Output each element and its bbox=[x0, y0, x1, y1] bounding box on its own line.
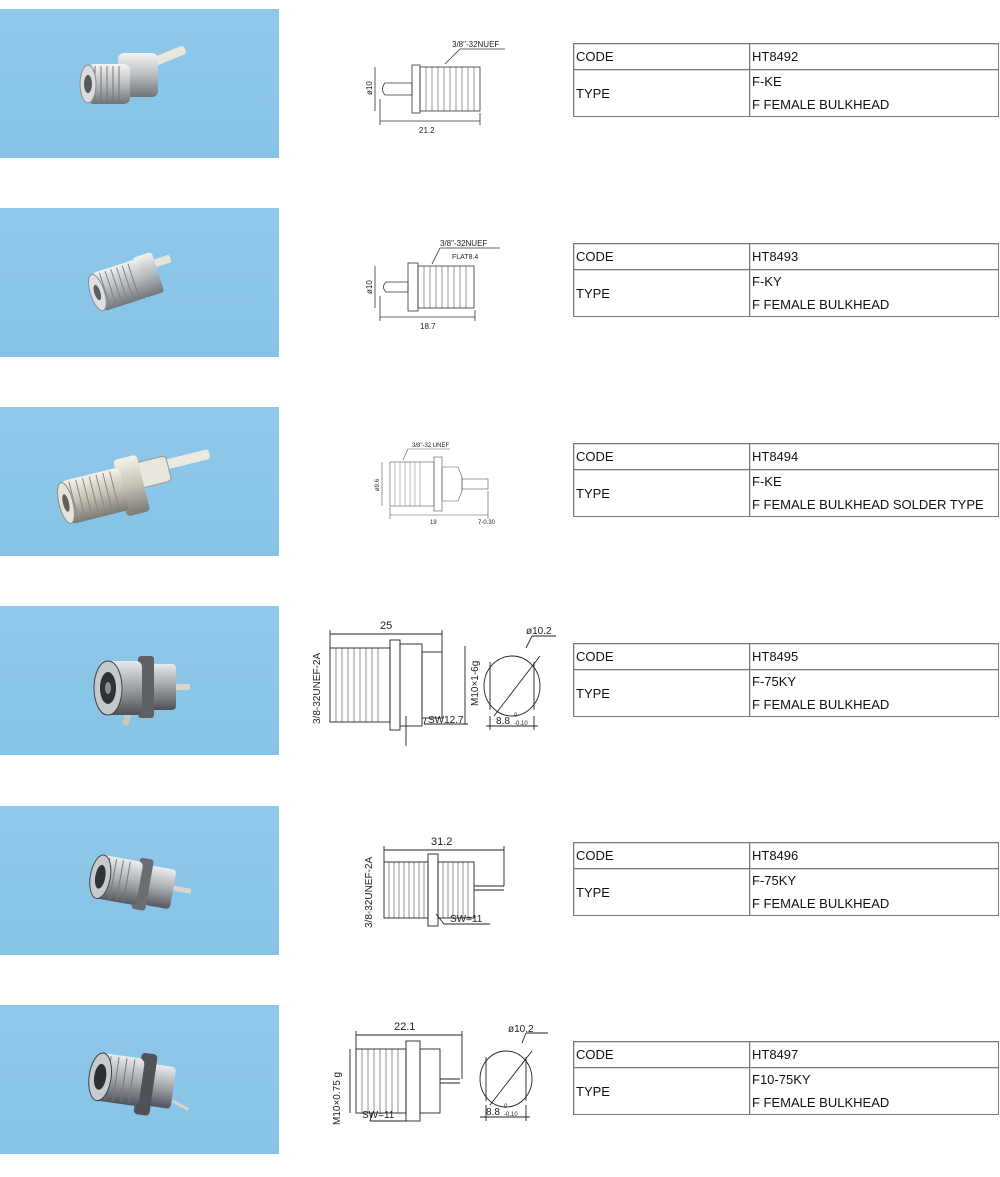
technical-drawing: 22.1 M10×0.75 g SW=11 ø10.2 8.8 0 -0.10 bbox=[300, 1005, 560, 1155]
type-label: TYPE bbox=[573, 669, 750, 717]
type-label: TYPE bbox=[573, 269, 750, 317]
length-label: 22.1 bbox=[394, 1021, 415, 1033]
type-model: F-75KY bbox=[752, 873, 797, 888]
metric-thread-label: M10×0.75 g bbox=[332, 1072, 343, 1125]
technical-drawing: 25 3/8-32UNEF-2A M10×1-6g SW12.7 ø10.2 8… bbox=[300, 606, 560, 756]
code-value: HT8493 bbox=[749, 243, 999, 270]
type-model: F-75KY bbox=[752, 674, 797, 689]
code-value: HT8494 bbox=[749, 443, 999, 470]
code-label: CODE bbox=[573, 443, 750, 470]
type-label: TYPE bbox=[573, 868, 750, 916]
connector-photo-icon bbox=[88, 1052, 190, 1116]
length-label: 18.7 bbox=[420, 322, 436, 331]
type-value: F10-75KY F FEMALE BULKHEAD bbox=[749, 1067, 999, 1115]
wrench-size-label: SW12.7 bbox=[428, 715, 464, 726]
code-label: CODE bbox=[573, 43, 750, 70]
product-row-ht8492: 3/8"-32NUEF ø10 21.2 CODE HT8492 TYPE F-… bbox=[0, 9, 1000, 159]
diameter-label: ø10 bbox=[365, 280, 374, 294]
diameter-label: ø10.2 bbox=[526, 626, 552, 637]
type-value: F-KE F FEMALE BULKHEAD bbox=[749, 69, 999, 117]
code-label: CODE bbox=[573, 1041, 750, 1068]
wrench-size-label: SW=11 bbox=[450, 914, 483, 925]
tail-length-label: 7-0.30 bbox=[478, 520, 496, 526]
product-row-ht8496: 31.2 3/8-32UNEF-2A SW=11 CODE HT8496 TYP… bbox=[0, 806, 1000, 956]
code-label: CODE bbox=[573, 243, 750, 270]
code-value: HT8496 bbox=[749, 842, 999, 869]
spec-table: CODE HT8496 TYPE F-75KY F FEMALE BULKHEA… bbox=[573, 842, 999, 916]
technical-drawing: 3/8"-32NUEF FLAT8.4 ø10 18.7 bbox=[300, 208, 560, 358]
code-value: HT8495 bbox=[749, 643, 999, 670]
thread-label: 3/8"-32NUEF bbox=[440, 239, 487, 248]
connector-photo-icon bbox=[56, 449, 210, 524]
product-photo bbox=[0, 606, 279, 755]
type-value: F-KE F FEMALE BULKHEAD SOLDER TYPE bbox=[749, 469, 999, 517]
length-label: 25 bbox=[380, 620, 392, 632]
type-value: F-75KY F FEMALE BULKHEAD bbox=[749, 669, 999, 717]
connector-photo-icon bbox=[93, 656, 190, 726]
type-description: F FEMALE BULKHEAD bbox=[752, 297, 890, 312]
flat-tolerance-upper: 0 bbox=[514, 713, 518, 719]
type-description: F FEMALE BULKHEAD bbox=[752, 1095, 890, 1110]
metric-thread-label: M10×1-6g bbox=[470, 661, 481, 706]
product-photo bbox=[0, 208, 279, 357]
technical-drawing: 31.2 3/8-32UNEF-2A SW=11 bbox=[300, 806, 560, 956]
technical-drawing: 3/8"-32NUEF ø10 21.2 bbox=[300, 9, 560, 159]
length-label: 21.2 bbox=[419, 126, 435, 135]
type-description: F FEMALE BULKHEAD bbox=[752, 97, 890, 112]
type-model: F-KY bbox=[752, 274, 782, 289]
type-label: TYPE bbox=[573, 1067, 750, 1115]
product-row-ht8497: 22.1 M10×0.75 g SW=11 ø10.2 8.8 0 -0.10 … bbox=[0, 1005, 1000, 1155]
thread-label: 3/8-32UNEF-2A bbox=[364, 857, 375, 928]
spec-table: CODE HT8494 TYPE F-KE F FEMALE BULKHEAD … bbox=[573, 443, 999, 517]
thread-label: 3/8-32UNEF-2A bbox=[312, 653, 323, 724]
spec-table: CODE HT8495 TYPE F-75KY F FEMALE BULKHEA… bbox=[573, 643, 999, 717]
product-photo bbox=[0, 806, 279, 955]
length-label: 31.2 bbox=[431, 836, 452, 848]
spec-table: CODE HT8493 TYPE F-KY F FEMALE BULKHEAD bbox=[573, 243, 999, 317]
diameter-label: ø10.2 bbox=[508, 1024, 534, 1035]
flat-tolerance-lower: -0.10 bbox=[504, 1112, 518, 1118]
flat-tolerance-upper: 0 bbox=[504, 1104, 508, 1110]
code-label: CODE bbox=[573, 643, 750, 670]
product-photo bbox=[0, 9, 279, 158]
type-model: F-KE bbox=[752, 474, 782, 489]
type-value: F-KY F FEMALE BULKHEAD bbox=[749, 269, 999, 317]
length-label: 19 bbox=[430, 520, 437, 526]
product-row-ht8494: 3/8"-32 UNEF ø9.6 19 7-0.30 CODE HT8494 … bbox=[0, 407, 1000, 557]
code-label: CODE bbox=[573, 842, 750, 869]
code-value: HT8492 bbox=[749, 43, 999, 70]
wrench-size-label: SW=11 bbox=[362, 1110, 395, 1121]
connector-photo-icon bbox=[79, 46, 186, 104]
spec-table: CODE HT8497 TYPE F10-75KY F FEMALE BULKH… bbox=[573, 1041, 999, 1115]
type-description: F FEMALE BULKHEAD bbox=[752, 896, 890, 911]
type-label: TYPE bbox=[573, 69, 750, 117]
type-description: F FEMALE BULKHEAD SOLDER TYPE bbox=[752, 497, 984, 512]
product-row-ht8495: 25 3/8-32UNEF-2A M10×1-6g SW12.7 ø10.2 8… bbox=[0, 606, 1000, 756]
flat-width-label: 8.8 bbox=[496, 716, 510, 727]
diameter-label: ø10 bbox=[365, 81, 374, 95]
type-model: F10-75KY bbox=[752, 1072, 811, 1087]
product-row-ht8493: 3/8"-32NUEF FLAT8.4 ø10 18.7 CODE HT8493… bbox=[0, 208, 1000, 358]
type-value: F-75KY F FEMALE BULKHEAD bbox=[749, 868, 999, 916]
flat-label: FLAT8.4 bbox=[452, 254, 478, 261]
type-description: F FEMALE BULKHEAD bbox=[752, 697, 890, 712]
type-model: F-KE bbox=[752, 74, 782, 89]
type-label: TYPE bbox=[573, 469, 750, 517]
code-value: HT8497 bbox=[749, 1041, 999, 1068]
thread-label: 3/8"-32 UNEF bbox=[412, 443, 449, 449]
flat-tolerance-lower: -0.10 bbox=[514, 721, 528, 727]
product-photo bbox=[0, 1005, 279, 1154]
technical-drawing: 3/8"-32 UNEF ø9.6 19 7-0.30 bbox=[300, 407, 560, 557]
connector-photo-icon bbox=[87, 252, 172, 312]
spec-table: CODE HT8492 TYPE F-KE F FEMALE BULKHEAD bbox=[573, 43, 999, 117]
thread-label: 3/8"-32NUEF bbox=[452, 40, 499, 49]
diameter-label: ø9.6 bbox=[375, 478, 381, 491]
flat-width-label: 8.8 bbox=[486, 1107, 500, 1118]
product-photo bbox=[0, 407, 279, 556]
connector-photo-icon bbox=[89, 854, 192, 911]
